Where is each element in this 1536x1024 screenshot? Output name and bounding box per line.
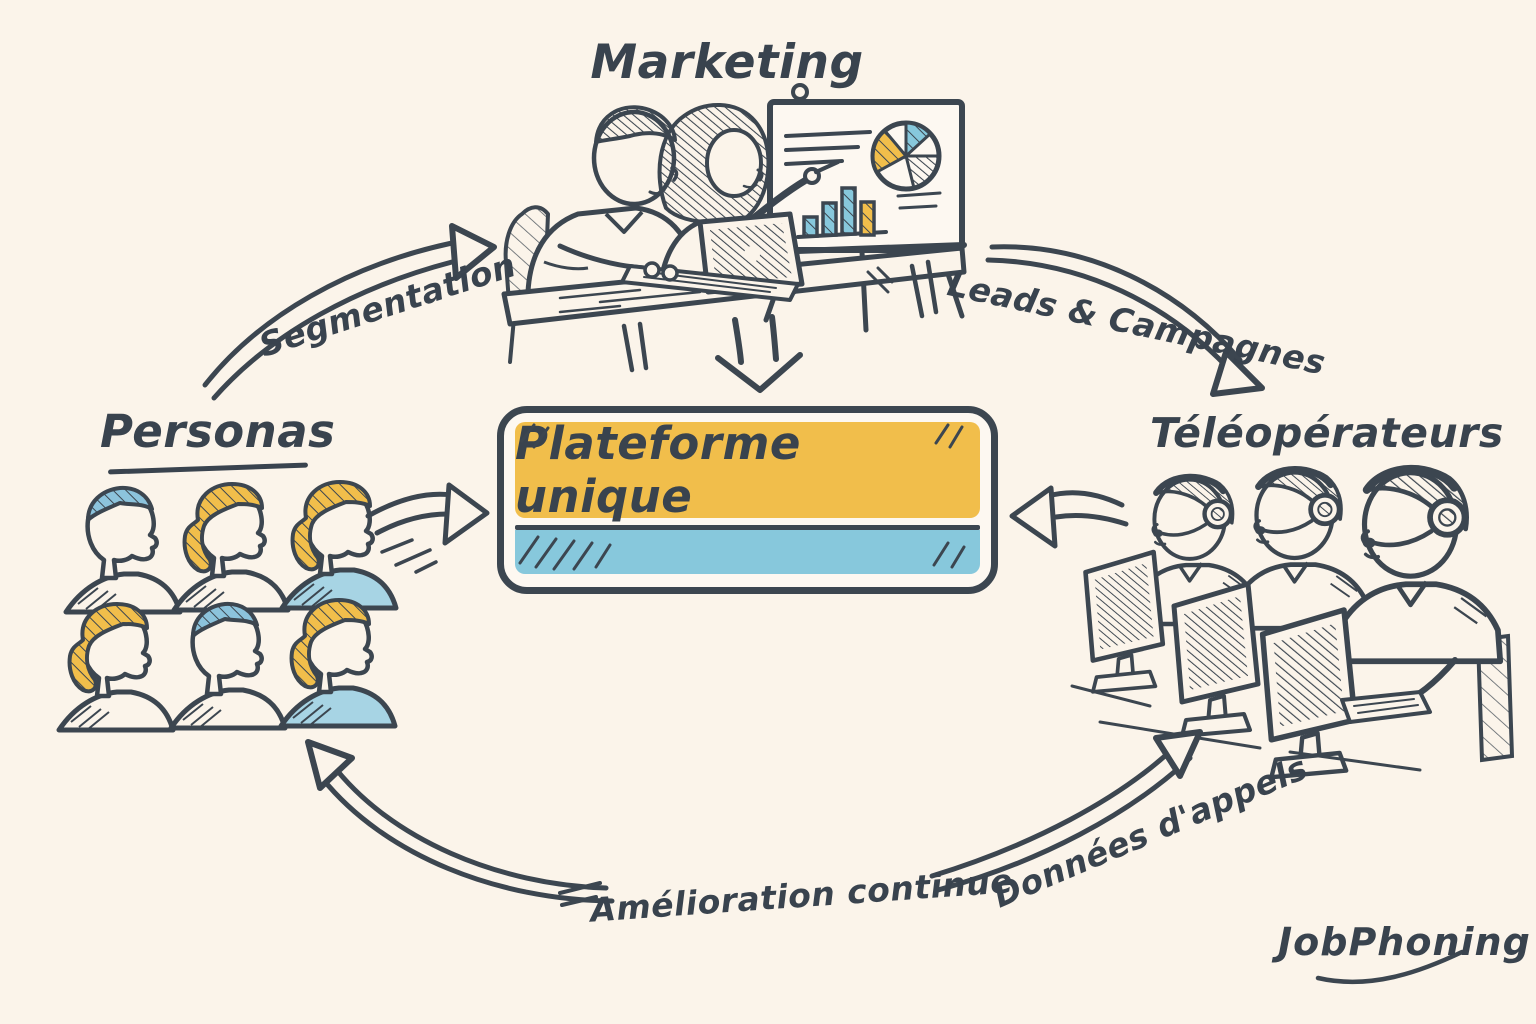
desk-line — [1070, 684, 1422, 772]
keyboard-icon — [1340, 690, 1432, 724]
personas-group — [59, 482, 396, 730]
monitor-icon-2 — [1174, 584, 1258, 736]
persona-avatar-1 — [66, 488, 180, 612]
personas-title-underline — [107, 462, 309, 475]
monitor-icon-3 — [1263, 610, 1355, 777]
marketer-woman-figure — [657, 102, 840, 295]
platform-blue-band — [515, 530, 980, 574]
donnees-appels-arrow-label: Données d'appels — [987, 747, 1314, 916]
personas-to-platform-arrow — [365, 482, 490, 574]
operator-arm — [1375, 657, 1458, 713]
teleoperateurs-to-platform-arrow — [1009, 485, 1129, 549]
marketing-to-platform-arrow — [715, 314, 803, 393]
persona-avatar-4 — [59, 604, 173, 730]
laptop-icon — [620, 211, 805, 302]
persona-avatar-3 — [282, 482, 396, 608]
platform-label: Plateforme unique — [515, 417, 801, 523]
persona-avatar-6 — [281, 600, 395, 726]
persona-avatar-5 — [171, 604, 285, 728]
platform-label-band: Plateforme unique — [515, 417, 980, 523]
segmentation-arrow-label: Segmentation — [254, 244, 521, 365]
operator-figure-2 — [1232, 469, 1369, 628]
platform-node: Plateforme unique — [497, 406, 998, 594]
monitor-icon-1 — [1086, 552, 1163, 692]
jobphoning-logo: JobPhoning — [1278, 920, 1531, 964]
amelioration-continue-arrow — [305, 739, 615, 907]
operator-figure-1 — [1132, 477, 1259, 624]
operator-figure-3 — [1335, 469, 1501, 661]
teleoperateurs-title: Téléopérateurs — [1150, 409, 1504, 457]
teleoperateurs-group — [1070, 469, 1515, 777]
marketing-title: Marketing — [590, 35, 864, 90]
pie-chart-icon — [870, 120, 942, 192]
marketing-scene — [501, 83, 967, 393]
amelioration-continue-arrow-label: Amélioration continue — [588, 861, 1015, 930]
leads-campagnes-arrow-label: Leads & Campagnes — [944, 264, 1329, 383]
marketer-man-figure — [525, 105, 699, 295]
persona-avatar-2 — [174, 484, 288, 610]
operator-chair-icon — [1475, 633, 1515, 763]
desk-icon — [501, 245, 967, 373]
bar-chart-icon — [796, 186, 888, 239]
platform-divider — [515, 525, 980, 530]
presentation-board-icon — [763, 83, 967, 333]
personas-title: Personas — [100, 405, 336, 458]
